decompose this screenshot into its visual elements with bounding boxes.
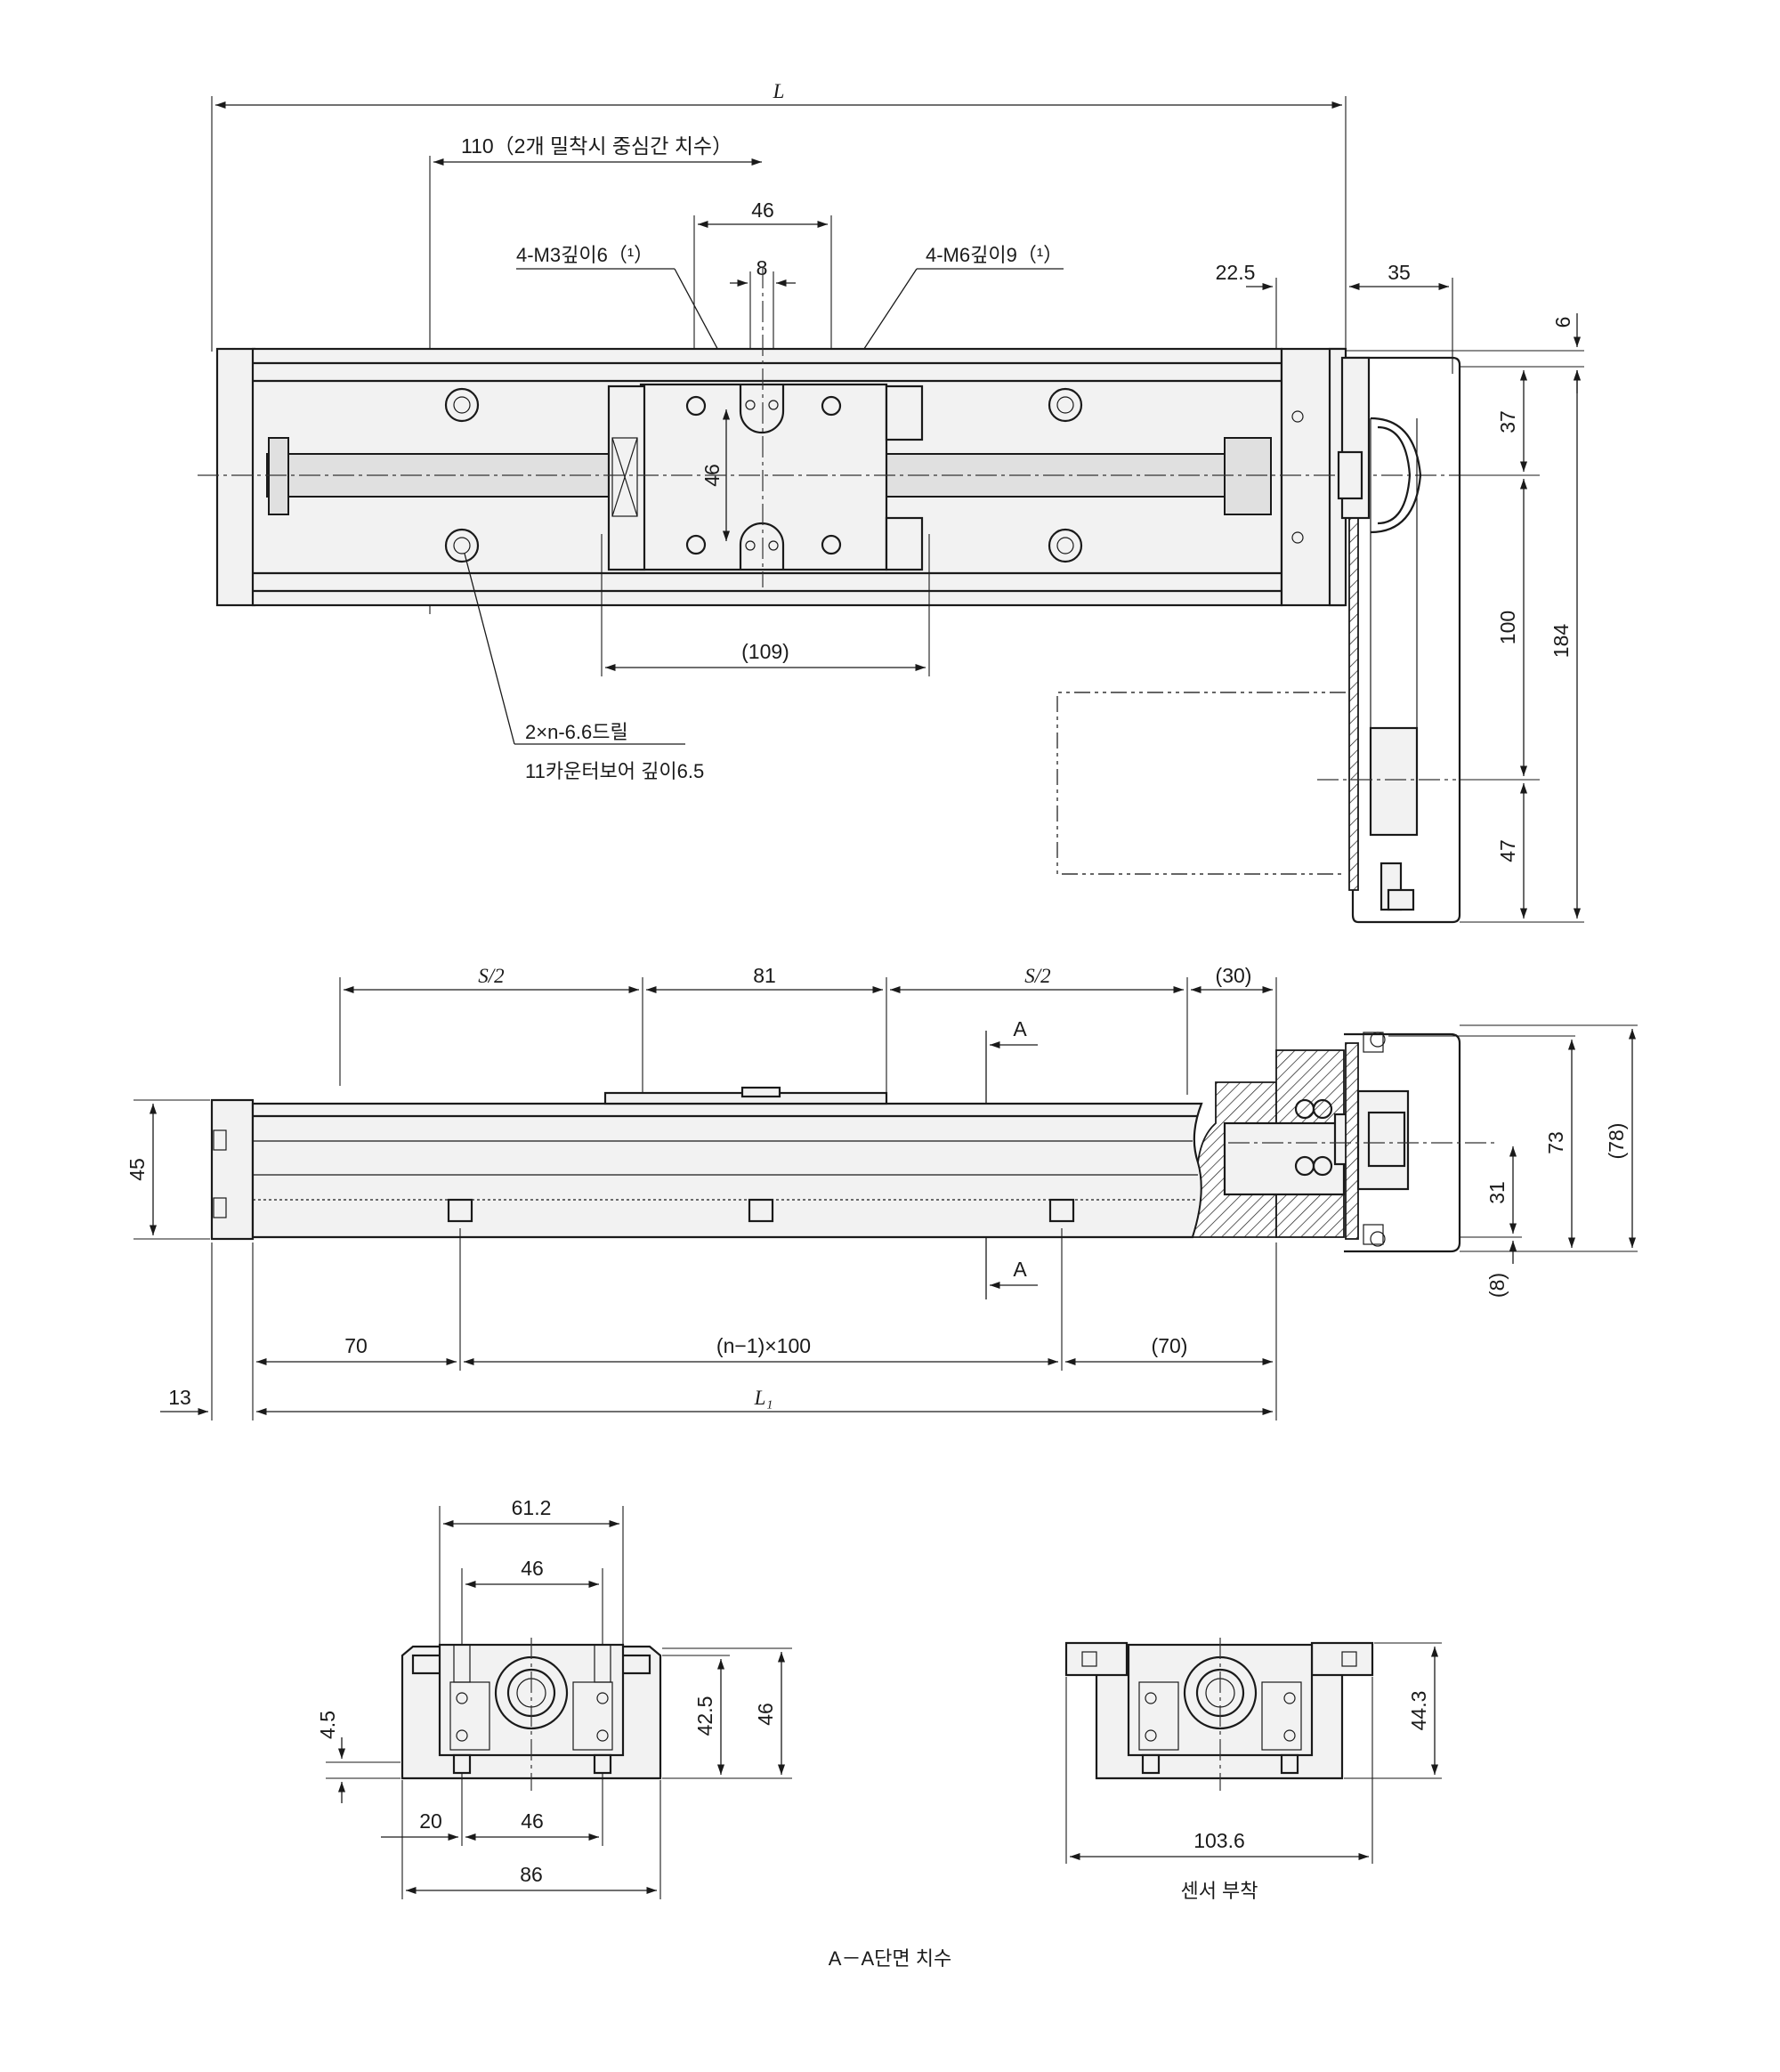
section-mark-a-bottom: A: [1013, 1258, 1027, 1281]
dim-81: 81: [753, 964, 776, 987]
dim-20: 20: [419, 1809, 442, 1833]
section-view-right: 44.3 103.6 센서 부착: [1064, 1638, 1442, 1902]
dim-45: 45: [125, 1158, 149, 1181]
dim-109-ref: (109): [741, 640, 789, 663]
dim-47: 47: [1496, 839, 1519, 862]
note-drill-1: 2×n-6.6드릴: [525, 721, 628, 743]
dim-100: 100: [1496, 611, 1519, 644]
dim-L: L: [773, 80, 785, 102]
dim-6: 6: [1551, 317, 1574, 328]
section-view-left: 61.2 46 4.5 42.5 46: [316, 1496, 792, 1899]
dim-42-5: 42.5: [693, 1696, 716, 1736]
note-drill-2: 11카운터보어 깊이6.5: [525, 760, 704, 782]
dim-8-ref: (8): [1485, 1273, 1509, 1298]
motor-phantom: [1056, 692, 1346, 875]
dim-103-6: 103.6: [1193, 1829, 1245, 1852]
dim-110-note: 110（2개 밀착시 중심간 치수）: [461, 134, 732, 158]
dim-70-ref: (70): [1152, 1334, 1188, 1357]
dim-13: 13: [168, 1386, 191, 1409]
dim-184: 184: [1549, 624, 1573, 659]
dim-4-5: 4.5: [316, 1711, 339, 1739]
dim-46-section-height: 46: [754, 1703, 777, 1726]
dim-22-5: 22.5: [1216, 261, 1256, 284]
dim-8: 8: [756, 256, 768, 279]
dim-78-ref: (78): [1605, 1123, 1628, 1160]
dim-hole-pitch: (n−1)×100: [716, 1334, 811, 1357]
dim-61-2: 61.2: [512, 1496, 552, 1519]
top-end-cap-left: [215, 347, 256, 607]
dim-s2-left: S/2: [478, 965, 504, 987]
top-view: L 110（2개 밀착시 중심간 치수） 46 8 4-M3깊이6（¹） 4-M…: [198, 80, 1584, 924]
section-mark-a-top: A: [1013, 1017, 1027, 1040]
dim-46-section-bottom: 46: [521, 1809, 544, 1833]
dim-37: 37: [1496, 410, 1519, 433]
dim-L1: L₁: [754, 1387, 773, 1409]
note-m3-tap: 4-M3깊이6（¹）: [516, 244, 653, 266]
dim-86: 86: [520, 1863, 543, 1886]
top-slider-table: [639, 383, 888, 571]
mounting-holes: [444, 387, 1083, 563]
sensor-caption: 센서 부착: [1180, 1880, 1258, 1902]
dim-46-top: 46: [751, 198, 774, 222]
dim-44-3: 44.3: [1407, 1691, 1430, 1731]
slider-tapped-holes: [685, 384, 842, 570]
dim-31: 31: [1485, 1181, 1509, 1204]
note-m6-tap: 4-M6깊이9（¹）: [926, 244, 1063, 266]
dim-73: 73: [1544, 1131, 1567, 1154]
dim-46-section-top: 46: [521, 1557, 544, 1580]
section-caption: A－A단면 치수: [829, 1947, 951, 1970]
motor-bracket-top: [1346, 356, 1461, 924]
dim-s2-right: S/2: [1024, 965, 1050, 987]
dim-30-ref: (30): [1216, 964, 1252, 987]
dim-70: 70: [344, 1334, 368, 1357]
side-view: S/2 81 S/2 (30) A A: [125, 964, 1638, 1420]
dim-35: 35: [1388, 261, 1411, 284]
